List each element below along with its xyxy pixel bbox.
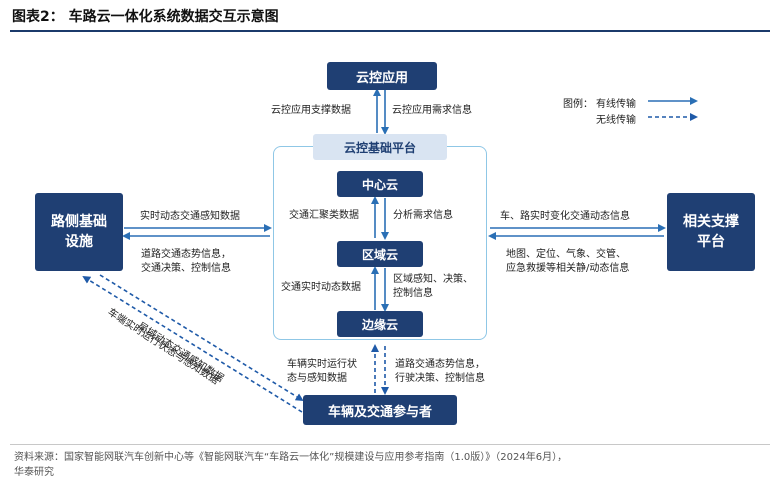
label-vehicle-down: 道路交通态势信息， 行驶决策、控制信息 bbox=[395, 359, 485, 384]
source-rule bbox=[10, 444, 770, 445]
label-region-info: 区域感知、决策、 控制信息 bbox=[393, 274, 473, 299]
label-app-support: 云控应用支撑数据 bbox=[271, 105, 351, 116]
arrow-diag-local bbox=[99, 274, 304, 402]
node-roadside-label: 路侧基础 设施 bbox=[51, 214, 107, 250]
node-support-platform: 相关支撑 平台 bbox=[667, 193, 755, 271]
label-vehicle-up: 车辆实时运行状 态与感知数据 bbox=[287, 359, 357, 384]
node-cloud-app: 云控应用 bbox=[327, 62, 437, 90]
legend-wireless-label: 无线传输 bbox=[596, 115, 636, 126]
node-region-cloud: 区域云 bbox=[337, 241, 423, 267]
node-support-label: 相关支撑 平台 bbox=[683, 214, 739, 250]
node-cloud-platform: 云控基础平台 bbox=[313, 134, 447, 160]
legend-wired-label: 有线传输 bbox=[596, 99, 636, 110]
label-support-down: 地图、定位、气象、交管、 应急救援等相关静/动态信息 bbox=[506, 249, 630, 274]
legend-prefix: 图例： bbox=[563, 99, 593, 110]
title-rule bbox=[10, 30, 770, 32]
label-road-realtime: 实时动态交通感知数据 bbox=[140, 211, 240, 222]
source-note: 资料来源：国家智能网联汽车创新中心等《智能网联汽车“车路云一体化”规模建设与应用… bbox=[14, 452, 568, 478]
label-analysis-demand: 分析需求信息 bbox=[393, 210, 453, 221]
label-traffic-aggregate: 交通汇聚类数据 bbox=[289, 210, 359, 221]
label-support-up: 车、路实时变化交通动态信息 bbox=[500, 211, 630, 222]
figure-title: 图表2： 车路云一体化系统数据交互示意图 bbox=[12, 9, 279, 25]
node-vehicle: 车辆及交通参与者 bbox=[303, 395, 457, 425]
node-roadside: 路侧基础 设施 bbox=[35, 193, 123, 271]
node-edge-cloud: 边缘云 bbox=[337, 311, 423, 337]
node-center-cloud: 中心云 bbox=[337, 171, 423, 197]
label-app-demand: 云控应用需求信息 bbox=[392, 105, 472, 116]
label-road-down: 道路交通态势信息， 交通决策、控制信息 bbox=[141, 249, 231, 274]
arrow-diag-vehicle bbox=[82, 275, 303, 413]
label-traffic-realtime: 交通实时动态数据 bbox=[281, 282, 361, 293]
